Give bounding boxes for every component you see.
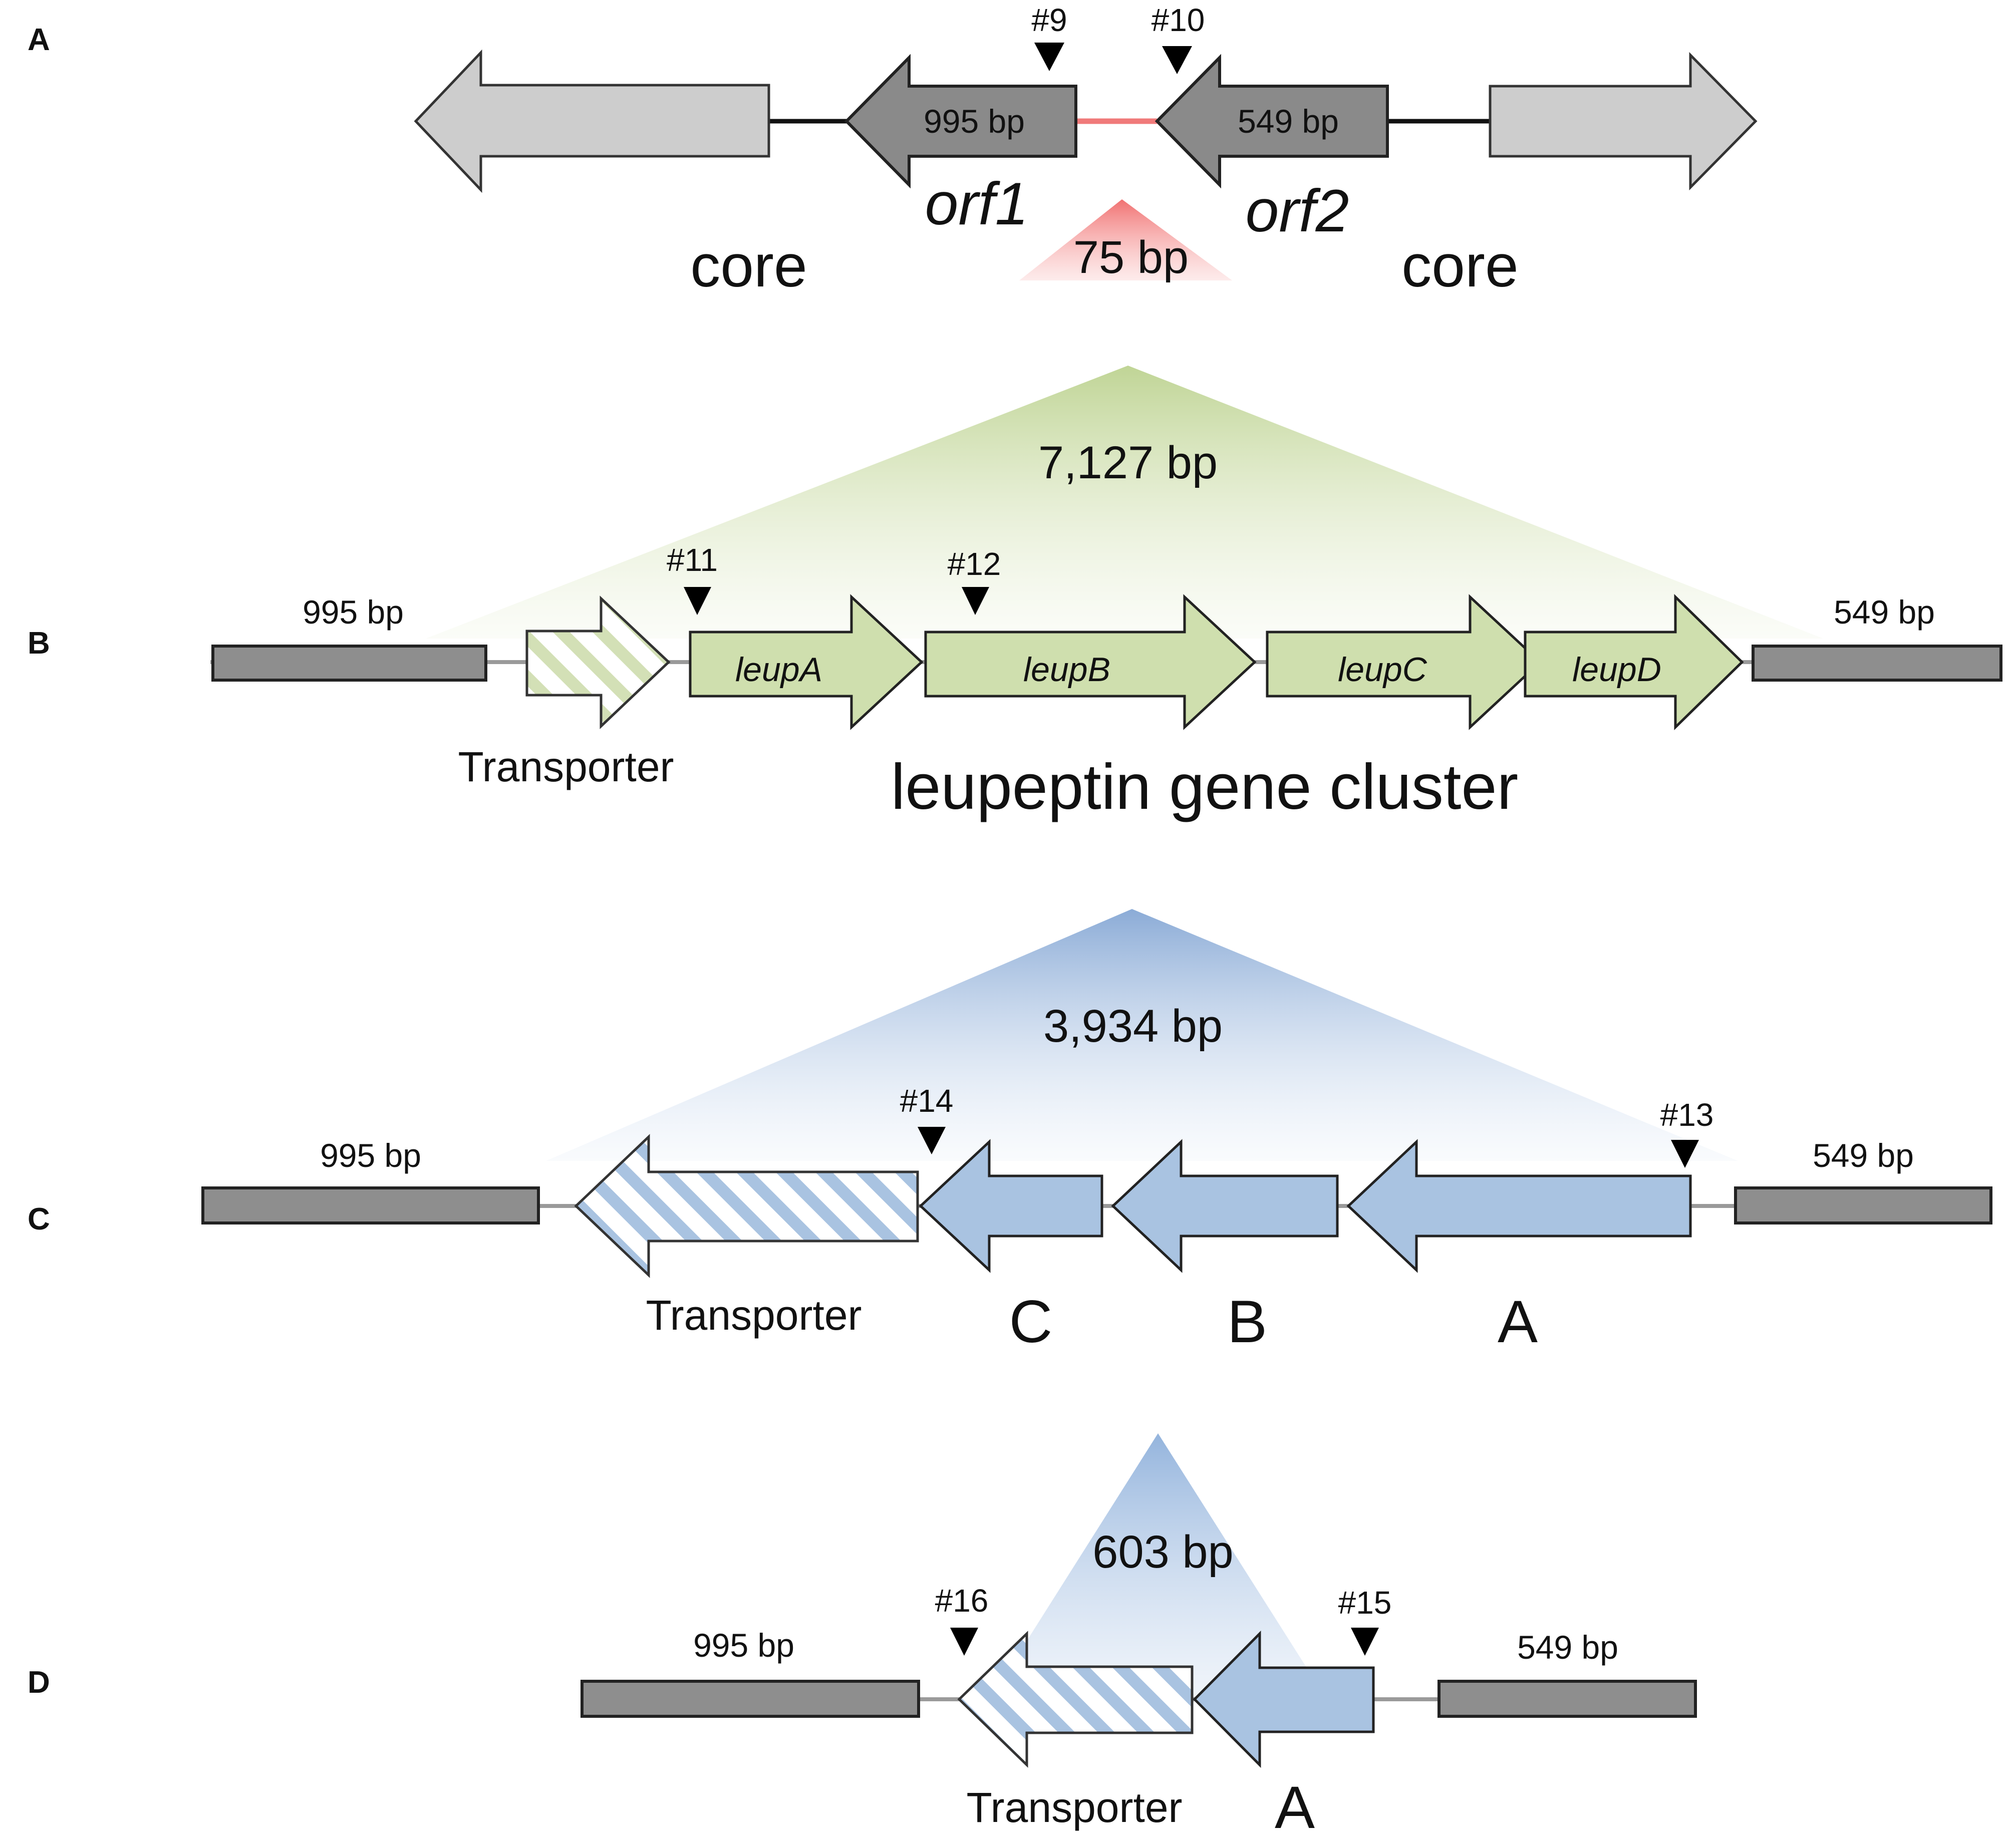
insert-75bp-label: 75 bp [1073,232,1189,283]
site-16-marker-icon [950,1628,978,1656]
site-10-label: #10 [1151,2,1205,38]
site-12-label: #12 [948,546,1001,582]
transporter-arrow [525,595,671,729]
panel-b-letter: B [28,626,50,661]
left-flank-995bp [201,1186,540,1224]
site-14-label: #14 [900,1083,954,1119]
leupC-label: leupC [1338,651,1427,689]
gene-a-arrow [1193,1630,1375,1768]
panel-d: 603 bp D 995 bp 549 bp Transporter A #16… [28,1433,1697,1837]
insert-3934bp-triangle [546,909,1738,1161]
gene-b-arrow [1111,1139,1339,1273]
leupC-arrow [1266,594,1542,730]
left-flank-995bp [211,645,487,682]
orf1-arrow [844,54,1077,189]
panel-a-letter: A [28,23,50,57]
panel-c-letter: C [28,1202,50,1237]
transporter-arrow [957,1631,1194,1768]
site-9-marker-icon [1034,43,1064,71]
insert-603bp-triangle [989,1433,1327,1700]
leupD-arrow [1524,594,1744,730]
core-gene-left-arrow [414,49,770,193]
orf2-label: orf2 [1246,177,1349,244]
transporter-arrow [574,1134,919,1278]
orf2-size-label: 549 bp [1238,103,1339,140]
site-16-label: #16 [935,1583,989,1619]
left-flank-label: 995 bp [303,593,404,631]
insert-3934bp-label: 3,934 bp [1043,1001,1223,1052]
cluster-label: leupeptin gene cluster [891,751,1518,823]
core-gene-right-arrow [1489,52,1758,191]
leupA-arrow [689,594,924,730]
core-label-left: core [690,232,807,299]
site-9-label: #9 [1031,2,1067,38]
site-10-marker-icon [1162,46,1192,74]
core-label-right: core [1401,232,1518,299]
site-15-label: #15 [1338,1585,1392,1621]
gene-a-label: A [1275,1774,1315,1837]
panel-d-letter: D [28,1665,50,1700]
left-flank-label: 995 bp [320,1137,421,1174]
panel-c: 3,934 bp C 995 bp 549 bp Transporter C B… [28,909,1992,1355]
right-flank-549bp [1752,645,2002,682]
leupD-label: leupD [1572,651,1661,689]
leupB-arrow [924,594,1257,730]
insert-7127bp-triangle [426,366,1823,639]
transporter-label: Transporter [458,743,674,790]
panel-a: A 995 bp 549 bp #9 #10 75 bp orf1 orf2 c… [28,2,1758,299]
left-flank-label: 995 bp [693,1627,794,1664]
orf1-size-label: 995 bp [924,103,1025,140]
site-13-marker-icon [1671,1140,1699,1168]
gene-c-arrow [919,1139,1103,1273]
site-12-marker-icon [962,587,989,615]
site-11-marker-icon [684,587,711,615]
panel-b: 7,127 bp B 995 bp 549 bp Transporter leu… [28,366,2002,823]
insert-7127bp-label: 7,127 bp [1038,437,1218,488]
right-flank-549bp [1734,1186,1992,1224]
site-11-label: #11 [667,542,718,578]
right-flank-label: 549 bp [1517,1629,1618,1666]
orf1-label: orf1 [925,170,1029,237]
insert-603bp-label: 603 bp [1092,1526,1233,1578]
orf2-arrow [1155,54,1389,189]
gene-c-label: C [1009,1288,1053,1355]
leupA-label: leupA [735,651,822,689]
gene-a-label: A [1498,1288,1538,1355]
right-flank-549bp [1437,1680,1697,1718]
transporter-label: Transporter [646,1292,861,1339]
leupB-label: leupB [1023,651,1110,689]
site-14-marker-icon [918,1127,946,1154]
site-13-label: #13 [1660,1097,1714,1133]
site-15-marker-icon [1351,1628,1379,1656]
gene-a-arrow [1346,1139,1692,1273]
right-flank-label: 549 bp [1834,593,1935,631]
gene-b-label: B [1227,1288,1267,1355]
transporter-label: Transporter [966,1784,1182,1831]
right-flank-label: 549 bp [1813,1137,1914,1174]
insert-75bp-triangle [1019,199,1232,280]
left-flank-995bp [581,1680,920,1718]
